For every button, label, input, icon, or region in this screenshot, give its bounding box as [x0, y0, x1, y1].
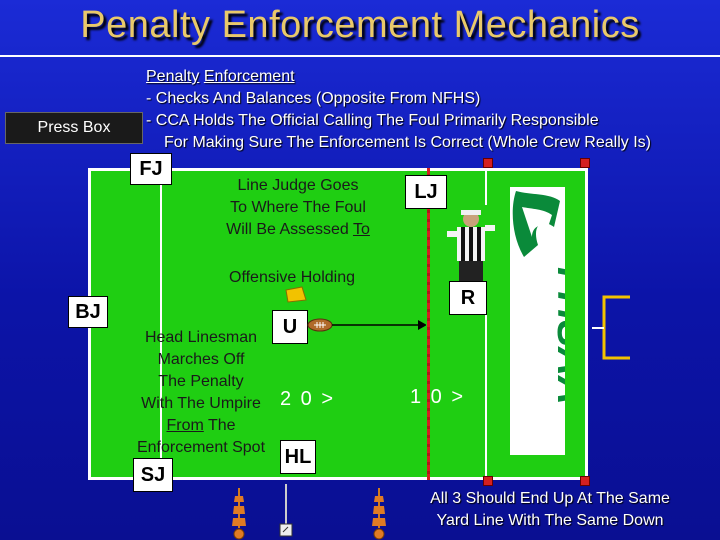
- fhsaa-logo-icon: FHSAA: [512, 191, 565, 405]
- enforcement-line: [427, 168, 430, 480]
- line-judge-note: Line Judge Goes To Where The Foul Will B…: [206, 175, 390, 241]
- hash-marker: [580, 158, 590, 168]
- head-linesman-note-line-1: Head Linesman: [144, 329, 258, 346]
- bullet-item-2: - CCA Holds The Official Calling The Fou…: [146, 112, 599, 129]
- bracket-icon: [592, 295, 630, 360]
- page-title: Penalty Enforcement Mechanics: [80, 4, 640, 46]
- head-linesman-note-line-5-b: The: [207, 417, 236, 434]
- fhsaa-logo: FHSAA: [510, 187, 565, 455]
- bullet-heading: Penalty Enforcement: [146, 66, 651, 88]
- chain-marker-icon: [372, 488, 386, 540]
- line-judge-note-line-3-b: To: [352, 221, 370, 238]
- bullet-heading-word-1: Penalty: [146, 68, 200, 85]
- press-box-label: Press Box: [5, 112, 143, 144]
- line-judge-note-line-3: Will Be Assessed To: [206, 219, 390, 241]
- line-judge-note-line-1: Line Judge Goes: [237, 177, 359, 194]
- bottom-note-line-1: All 3 Should End Up At The Same: [430, 490, 670, 507]
- head-linesman-note-line-5-a: From: [166, 417, 204, 434]
- svg-text:FHSAA: FHSAA: [549, 267, 565, 405]
- head-linesman-note-line-6: Enforcement Spot: [136, 439, 266, 456]
- bullet-heading-word-2: Enforcement: [203, 68, 295, 85]
- bottom-note-line-2: Yard Line With The Same Down: [436, 512, 664, 529]
- line-judge-note-line-2: To Where The Foul: [230, 199, 366, 216]
- hash-marker: [483, 158, 493, 168]
- official-hl: HL: [280, 440, 316, 474]
- foul-label: Offensive Holding: [229, 269, 355, 286]
- referee-photo: [447, 205, 497, 287]
- bottom-note: All 3 Should End Up At The Same Yard Lin…: [380, 488, 720, 532]
- yard-line: [160, 168, 162, 480]
- head-linesman-note-line-4: With The Umpire: [141, 395, 261, 412]
- chain-marker-icon: [232, 488, 246, 540]
- head-linesman-note: Head Linesman Marches Off The Penalty Wi…: [128, 327, 274, 459]
- official-u: U: [272, 310, 308, 344]
- football-icon: [307, 318, 426, 332]
- line-judge-note-line-3-a: Will Be Assessed: [226, 221, 349, 238]
- official-r: R: [449, 281, 487, 315]
- official-fj: FJ: [130, 153, 172, 185]
- official-sj: SJ: [133, 458, 173, 492]
- head-linesman-note-line-5: From The: [128, 415, 274, 437]
- yard-number-20: 2 0 >: [280, 388, 336, 410]
- bullet-item-2-continued: For Making Sure The Enforcement Is Corre…: [164, 134, 651, 151]
- hash-marker: [483, 476, 493, 486]
- head-linesman-note-line-2: Marches Off: [157, 351, 245, 368]
- yard-number-10: 1 0 >: [410, 386, 466, 408]
- down-box-icon: [279, 484, 293, 537]
- title-divider: [0, 55, 720, 57]
- bullet-list: Penalty Enforcement - Checks And Balance…: [146, 66, 651, 154]
- bullet-item-1: - Checks And Balances (Opposite From NFH…: [146, 90, 481, 107]
- flag-icon: [285, 286, 307, 303]
- hash-marker: [580, 476, 590, 486]
- official-bj: BJ: [68, 296, 108, 328]
- football-field: [88, 168, 588, 480]
- yard-line: [485, 168, 487, 480]
- official-lj: LJ: [405, 175, 447, 209]
- head-linesman-note-line-3: The Penalty: [158, 373, 244, 390]
